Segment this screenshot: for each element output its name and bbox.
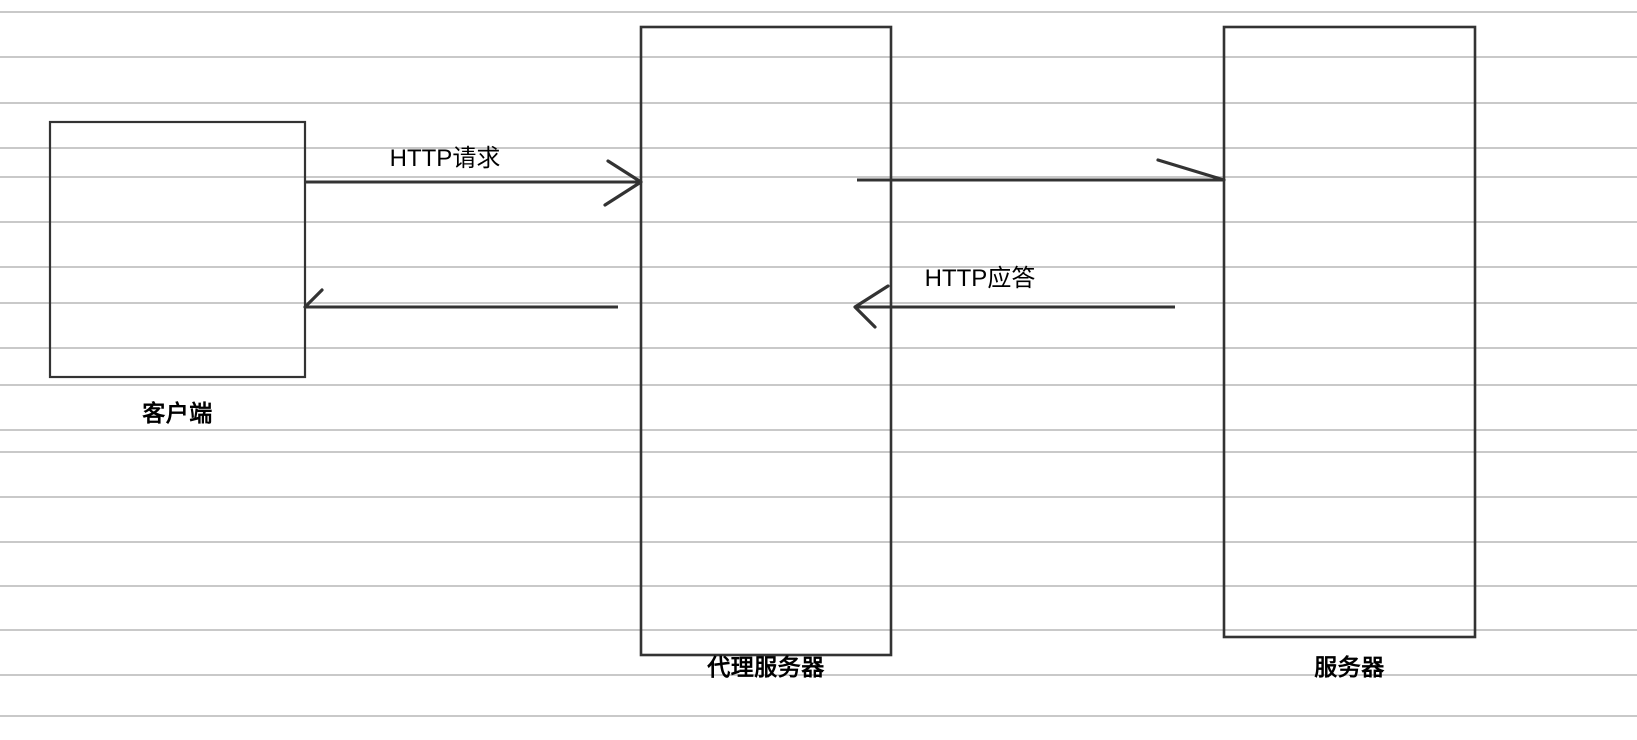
- edge-label-http-request: HTTP请求: [389, 145, 501, 172]
- edge-proxy-to-server: [857, 158, 1226, 182]
- node-label-client: 客户端: [142, 400, 213, 426]
- arrowhead-right-half: [1156, 158, 1226, 182]
- edge-server-to-proxy: [853, 284, 1175, 329]
- node-label-server: 服务器: [1314, 654, 1385, 680]
- node-box-server[interactable]: [1222, 25, 1477, 639]
- node-label-proxy: 代理服务器: [707, 654, 825, 680]
- arrowhead-left-full: [853, 284, 890, 329]
- edge-proxy-to-client: [303, 288, 618, 309]
- node-box-proxy[interactable]: [639, 25, 893, 657]
- edge-label-http-response: HTTP应答: [924, 265, 1036, 292]
- edge-client-to-proxy: [305, 159, 643, 207]
- node-box-client[interactable]: [48, 120, 307, 379]
- arrowhead-right-full: [603, 159, 643, 207]
- arrowhead-left-half: [303, 288, 324, 309]
